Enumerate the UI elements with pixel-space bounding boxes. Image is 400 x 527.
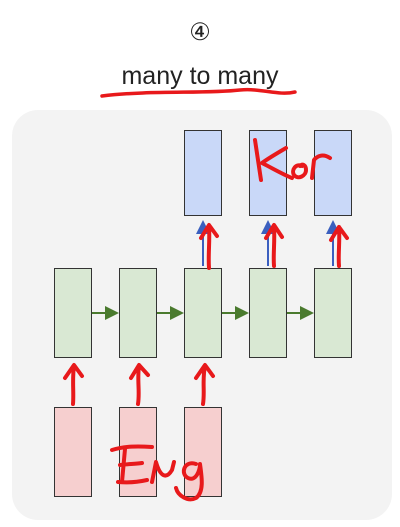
handwritten-output-arrows bbox=[199, 223, 349, 270]
title-underline-scribble bbox=[100, 87, 297, 98]
hidden-box-5 bbox=[314, 268, 352, 358]
output-box-1 bbox=[184, 130, 222, 216]
handwritten-input-arrows bbox=[63, 363, 215, 406]
hidden-box-3 bbox=[184, 268, 222, 358]
diagram-title: many to many bbox=[121, 62, 279, 90]
hidden-box-4 bbox=[249, 268, 287, 358]
input-box-1 bbox=[54, 407, 92, 497]
diagram-number: ④ bbox=[189, 19, 211, 46]
hidden-box-2 bbox=[119, 268, 157, 358]
hidden-box-1 bbox=[54, 268, 92, 358]
handwritten-eng-scribble bbox=[110, 444, 204, 502]
output-box-3 bbox=[314, 130, 352, 216]
handwritten-kor-scribble bbox=[253, 138, 332, 182]
